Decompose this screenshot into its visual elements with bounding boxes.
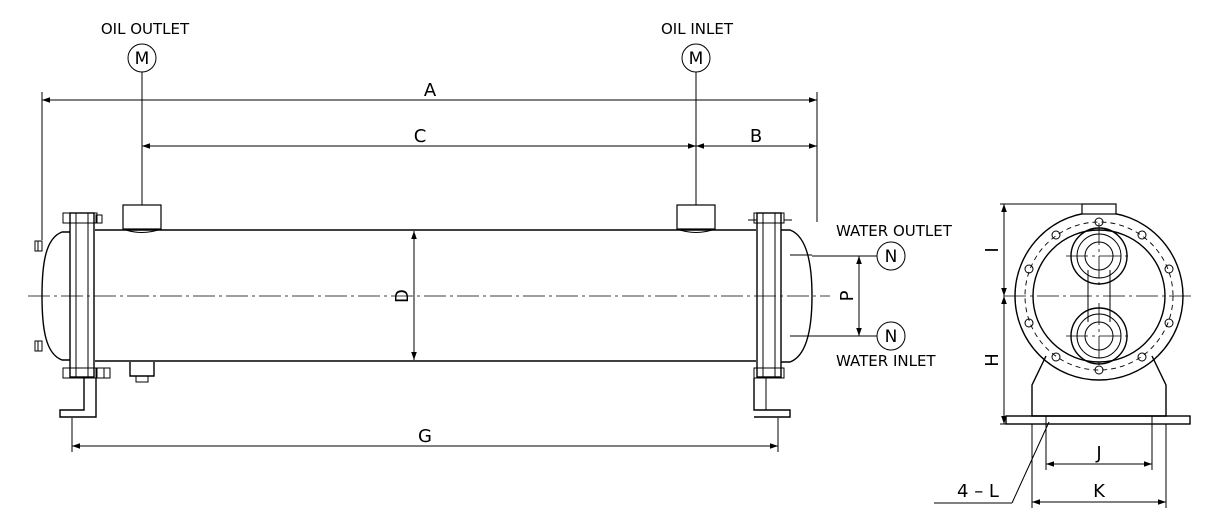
svg-text:A: A xyxy=(424,80,437,101)
dimension-a: A xyxy=(42,80,817,103)
right-support-bracket xyxy=(753,378,791,418)
oil-outlet-port-callout: M OIL OUTLET xyxy=(101,20,190,205)
water-inlet-port-letter: N xyxy=(885,327,898,347)
drain-plug xyxy=(129,362,155,383)
oil-inlet-port-letter: M xyxy=(689,49,704,69)
svg-text:4 – L: 4 – L xyxy=(957,481,999,502)
svg-text:B: B xyxy=(750,126,762,147)
dimension-i: I xyxy=(982,204,1007,296)
svg-text:G: G xyxy=(418,426,432,447)
end-lower-port xyxy=(1066,303,1132,369)
oil-inlet-port-callout: M OIL INLET xyxy=(661,20,734,205)
svg-text:K: K xyxy=(1093,481,1106,502)
dimension-l-leader: 4 – L xyxy=(934,421,1050,504)
left-end-cap xyxy=(34,212,111,379)
shell-body xyxy=(95,229,756,362)
dimension-g: G xyxy=(72,426,778,449)
svg-text:D: D xyxy=(392,289,413,303)
dimension-b: B xyxy=(696,126,817,149)
oil-outlet-label: OIL OUTLET xyxy=(101,20,190,38)
dimension-d: D xyxy=(392,231,417,360)
dimension-h: H xyxy=(982,296,1007,424)
end-flange-bolts xyxy=(1024,217,1174,375)
svg-text:J: J xyxy=(1095,443,1101,464)
dimension-k: K xyxy=(1032,481,1166,505)
left-support-bracket xyxy=(59,378,97,418)
water-outlet-port-callout: WATER OUTLET N xyxy=(812,222,953,271)
oil-outlet-port-letter: M xyxy=(135,49,150,69)
oil-outlet-nozzle xyxy=(122,204,162,233)
water-inlet-label: WATER INLET xyxy=(836,352,936,370)
oil-inlet-label: OIL INLET xyxy=(661,20,734,38)
water-inlet-port-callout: N WATER INLET xyxy=(812,321,936,370)
svg-text:C: C xyxy=(414,126,427,147)
water-outlet-port-letter: N xyxy=(885,247,898,267)
end-view: I H J K 4 – L xyxy=(934,203,1195,508)
end-upper-port xyxy=(1066,223,1132,289)
dimension-c: C xyxy=(142,126,696,149)
svg-text:H: H xyxy=(982,353,1003,367)
water-outlet-label: WATER OUTLET xyxy=(836,222,953,240)
oil-inlet-nozzle xyxy=(676,204,716,233)
side-view: M OIL OUTLET M OIL INLET WATER OUTLET N … xyxy=(28,20,953,452)
right-end-cap xyxy=(748,212,813,379)
svg-text:P: P xyxy=(837,290,858,301)
dimension-j: J xyxy=(1046,443,1152,467)
svg-text:I: I xyxy=(982,247,1003,252)
dimension-p: P xyxy=(837,256,862,336)
